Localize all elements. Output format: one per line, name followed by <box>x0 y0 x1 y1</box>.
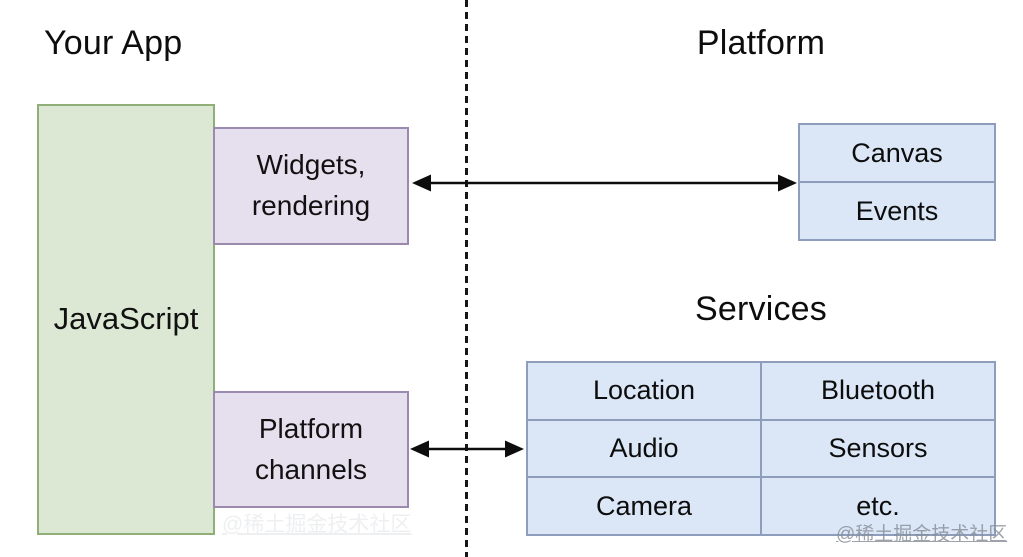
services-table: Location Bluetooth Audio Sensors Camera … <box>526 361 996 536</box>
widgets-label-line2: rendering <box>251 190 371 221</box>
widgets-rendering-box: Widgets, rendering <box>213 127 409 245</box>
service-cell-bluetooth: Bluetooth <box>762 363 994 419</box>
canvas-events-box: Canvas Events <box>798 123 996 241</box>
watermark-juejin: @稀土掘金技术社区 <box>836 524 1008 545</box>
service-cell-location: Location <box>528 363 760 419</box>
arrow-widgets-canvas <box>412 174 797 192</box>
service-cell-camera: Camera <box>528 478 760 534</box>
javascript-label: JavaScript <box>53 301 199 337</box>
service-cell-etc: etc. <box>762 478 994 534</box>
channels-label-line2: channels <box>254 453 368 485</box>
your-app-title: Your App <box>44 24 183 62</box>
events-cell: Events <box>800 183 994 239</box>
service-cell-sensors: Sensors <box>762 420 994 477</box>
service-cell-audio: Audio <box>528 420 760 477</box>
watermark-juejin-faint: @稀土掘金技术社区 <box>222 513 412 536</box>
platform-title: Platform <box>696 24 826 62</box>
dashed-divider-line <box>465 0 468 557</box>
canvas-cell: Canvas <box>800 125 994 181</box>
platform-channels-box: Platform channels <box>213 391 409 508</box>
widgets-label-line1: Widgets, <box>256 149 366 181</box>
javascript-box: JavaScript <box>37 104 215 535</box>
channels-label-line1: Platform <box>258 412 364 444</box>
services-title: Services <box>695 290 827 328</box>
